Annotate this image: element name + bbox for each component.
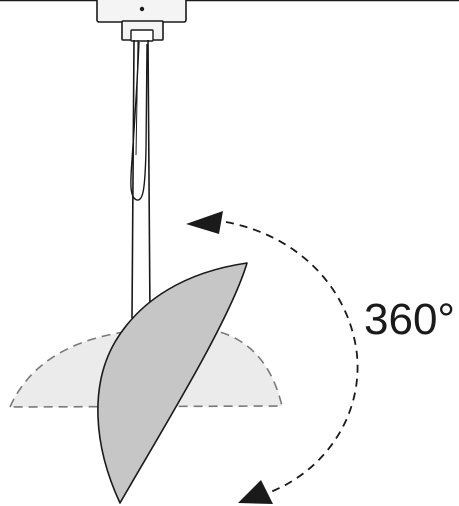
shade-front — [97, 262, 248, 504]
ceiling-mount-icon — [96, 0, 187, 42]
rotate-arrow-head-bottom-icon — [238, 480, 273, 504]
rotation-angle-label: 360° — [364, 295, 456, 344]
rotation-arc — [225, 221, 359, 495]
rotate-arrow-head-top-icon — [186, 211, 223, 234]
power-cable — [130, 41, 148, 201]
